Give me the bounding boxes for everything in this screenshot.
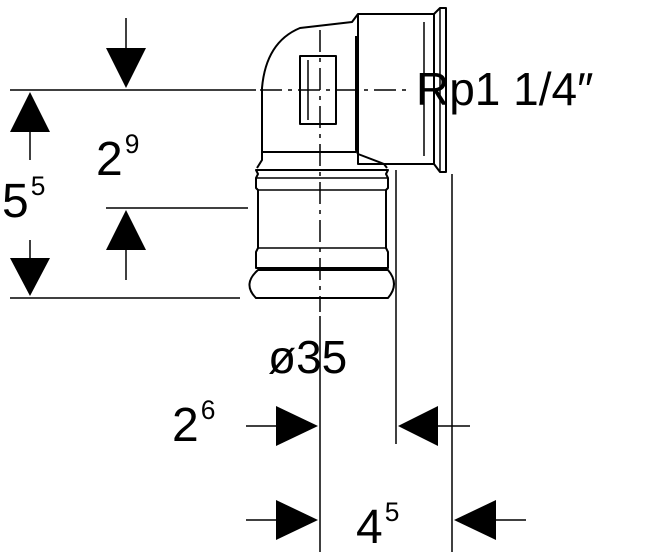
- arrow-2-6-right: [276, 406, 318, 446]
- dim-2-9-label: 29: [96, 130, 139, 186]
- centre-lines: [260, 30, 412, 312]
- thread-size-label: Rp1 1/4″: [416, 63, 594, 115]
- dim-2-6-label: 26: [172, 396, 215, 452]
- elbow-fitting: [248, 7, 447, 299]
- arrow-5-5-up: [10, 92, 50, 132]
- dim-2-9-sup: 9: [124, 128, 140, 159]
- extension-lines: [10, 89, 453, 552]
- arrow-4-5-left: [454, 500, 496, 540]
- arrow-2-6-left: [398, 406, 438, 446]
- arrow-2-9-down: [106, 48, 146, 88]
- diameter-label: ø35: [268, 331, 348, 383]
- arrow-5-5-down: [10, 258, 50, 296]
- dim-2-9-main: 2: [96, 133, 123, 186]
- press-socket: [255, 169, 389, 269]
- dim-2-6-main: 2: [172, 399, 199, 452]
- elbow-outer-wall: [256, 13, 434, 169]
- dim-4-5-label: 45: [356, 498, 399, 554]
- dim-5-5-label: 55: [2, 172, 45, 228]
- dimension-lines: [29, 18, 526, 521]
- arrow-2-9-up: [106, 210, 146, 250]
- arrowheads: [10, 48, 496, 540]
- dim-5-5-main: 5: [2, 175, 29, 228]
- arrow-4-5-right: [276, 500, 318, 540]
- dim-2-6-sup: 6: [200, 394, 216, 425]
- dim-5-5-sup: 5: [30, 170, 46, 201]
- press-bead: [248, 269, 395, 299]
- dim-4-5-sup: 5: [384, 496, 400, 527]
- dim-4-5-main: 4: [356, 501, 383, 554]
- elbow-inner-wall: [355, 36, 388, 169]
